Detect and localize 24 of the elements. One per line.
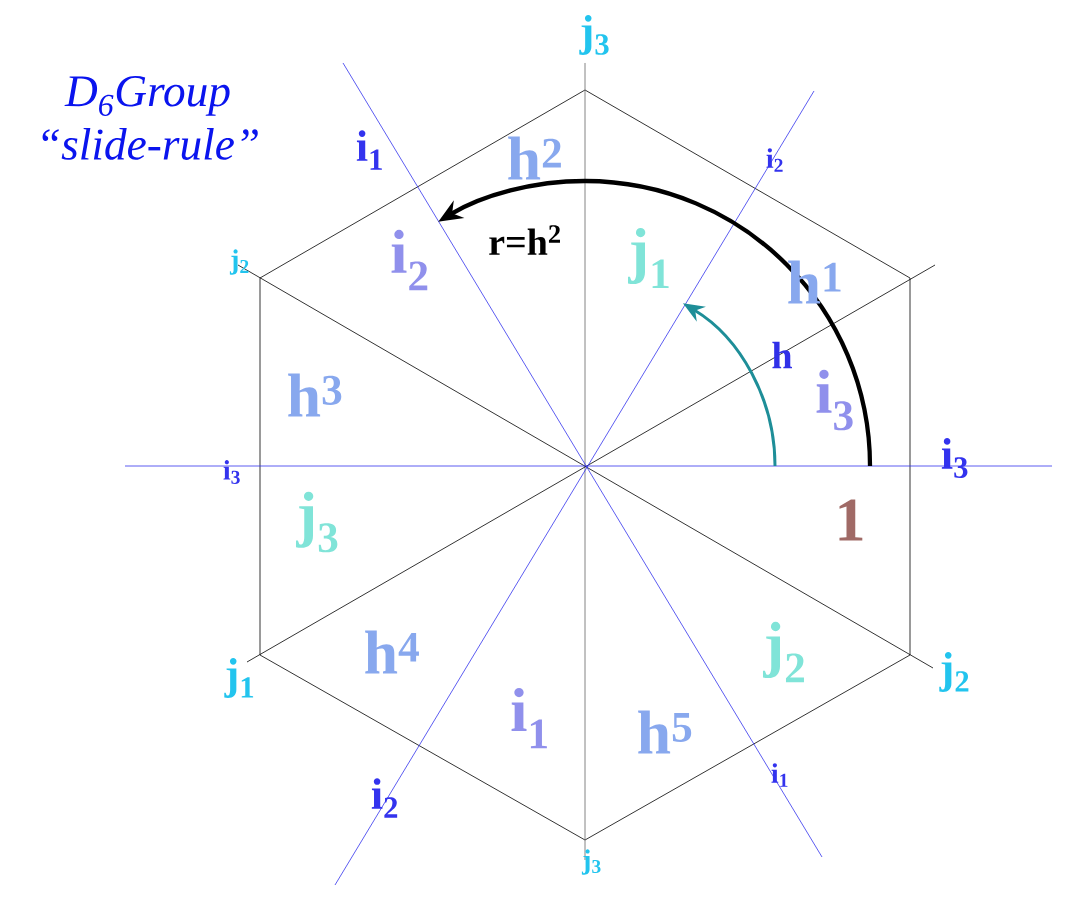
axis-label: i$_{1}$: [771, 763, 788, 787]
sector-label: i$_{2}$: [391, 229, 428, 291]
sector-label: i$_{3}$: [816, 369, 853, 431]
axis-label: j$_{3}$: [579, 15, 609, 55]
sector-label: h$^{3}$: [288, 373, 342, 417]
axis-label: i$_{2}$: [371, 778, 398, 818]
sector-label: j$_{1}$: [628, 227, 669, 289]
sector-label: h$^{4}$: [365, 630, 419, 674]
axis-label: j$_{3}$: [581, 849, 601, 875]
axis-label: j$_{1}$: [224, 658, 254, 698]
axis-label: i$_{2}$: [766, 148, 783, 172]
title: D$_{6}$Group “slide-rule”: [42, 76, 258, 160]
sector-label: h$^{5}$: [638, 710, 692, 754]
axis-label: i$_{1}$: [356, 130, 382, 170]
axis-label: i$_{3}$: [941, 438, 968, 478]
axis-label: i$_{3}$: [223, 460, 240, 484]
sector-label: 1: [839, 499, 863, 541]
sector-label: h$^{2}$: [508, 136, 561, 180]
sector-label: i$_{1}$: [511, 687, 547, 749]
arrow-label: r=h$^{2}$: [489, 225, 560, 255]
sector-label: j$_{2}$: [763, 621, 804, 683]
axis-label: j$_{2}$: [229, 249, 249, 275]
sector-label: j$_{3}$: [296, 491, 338, 553]
axis-label: j$_{2}$: [939, 652, 969, 692]
